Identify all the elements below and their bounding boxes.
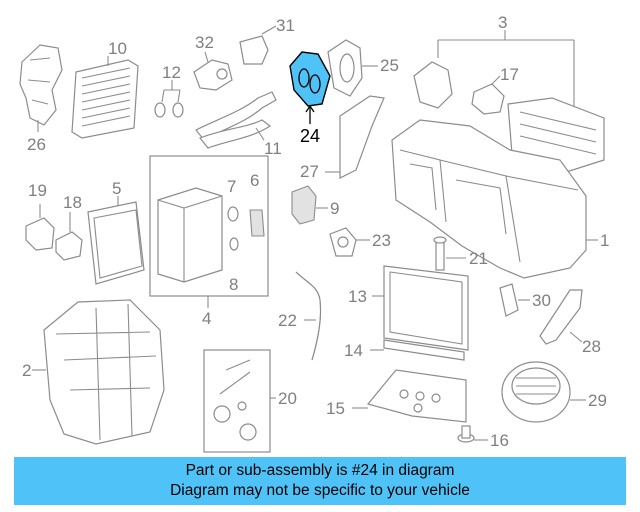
label-3: 3: [498, 13, 507, 32]
label-5: 5: [112, 179, 121, 198]
label-2: 2: [22, 361, 31, 380]
label-9: 9: [330, 199, 339, 218]
label-27: 27: [300, 162, 319, 181]
part-25-seal: [327, 39, 378, 97]
label-21: 21: [469, 249, 488, 268]
part-4-frame: [149, 155, 269, 308]
part-19-bracket: [25, 204, 55, 251]
part-17-bracket: [471, 75, 505, 115]
part-21-screw: [433, 236, 466, 271]
part-7-oring: [227, 206, 239, 222]
part-24-gasket: [289, 51, 331, 124]
part-8-oring: [229, 237, 239, 251]
part-1-main-housing: [391, 119, 598, 279]
part-23-motor: [329, 227, 370, 257]
part-12-orings: [154, 80, 184, 118]
banner-line-1: Part or sub-assembly is #24 in diagram: [185, 462, 455, 479]
part-20-frame: [203, 349, 276, 453]
label-29: 29: [588, 391, 607, 410]
label-11: 11: [264, 139, 282, 158]
label-16: 16: [490, 431, 509, 450]
label-20: 20: [278, 389, 297, 408]
part-6-valve: [249, 209, 265, 237]
label-13: 13: [348, 287, 367, 306]
label-31: 31: [276, 16, 295, 35]
label-24: 24: [300, 126, 320, 146]
part-13-filter-panel: [372, 265, 469, 351]
label-25: 25: [380, 56, 399, 75]
part-9-actuator: [291, 185, 328, 225]
label-15: 15: [326, 399, 345, 418]
part-11-pipe: [195, 91, 277, 149]
label-26: 26: [27, 135, 46, 154]
part-15-tray: [352, 369, 467, 423]
part-27-bracket: [325, 95, 385, 179]
label-23: 23: [372, 231, 391, 250]
info-banner: Part or sub-assembly is #24 in diagram D…: [14, 457, 626, 505]
part-16-screw: [457, 425, 488, 443]
part-14-strip: [370, 339, 465, 361]
part-30-clip: [499, 283, 530, 317]
label-14: 14: [344, 341, 363, 360]
part-5-filter: [87, 196, 145, 285]
label-6: 6: [250, 171, 259, 190]
part-29-blower: [501, 361, 586, 423]
part-18-bracket: [55, 212, 83, 261]
label-4: 4: [202, 309, 211, 328]
label-32: 32: [195, 33, 214, 52]
part-31-sensor: [239, 25, 277, 65]
label-22: 22: [278, 311, 297, 330]
parts-diagram: 26 10 12 32 31 11 24: [19, 13, 609, 453]
label-1: 1: [600, 231, 609, 250]
part-32-connector: [193, 51, 233, 91]
label-12: 12: [162, 63, 181, 82]
label-30: 30: [532, 291, 551, 310]
label-17: 17: [500, 65, 519, 84]
label-8: 8: [229, 275, 238, 294]
label-19: 19: [28, 181, 47, 200]
label-18: 18: [63, 193, 82, 212]
label-7: 7: [227, 177, 236, 196]
part-28-bracket: [539, 289, 583, 345]
part-10-heater-core: [71, 56, 139, 139]
label-10: 10: [108, 39, 127, 58]
part-22-hose: [295, 271, 322, 361]
banner-line-2: Diagram may not be specific to your vehi…: [170, 482, 470, 499]
label-28: 28: [582, 337, 601, 356]
part-2-lower-housing: [32, 299, 165, 445]
part-26-bracket: [19, 44, 63, 132]
